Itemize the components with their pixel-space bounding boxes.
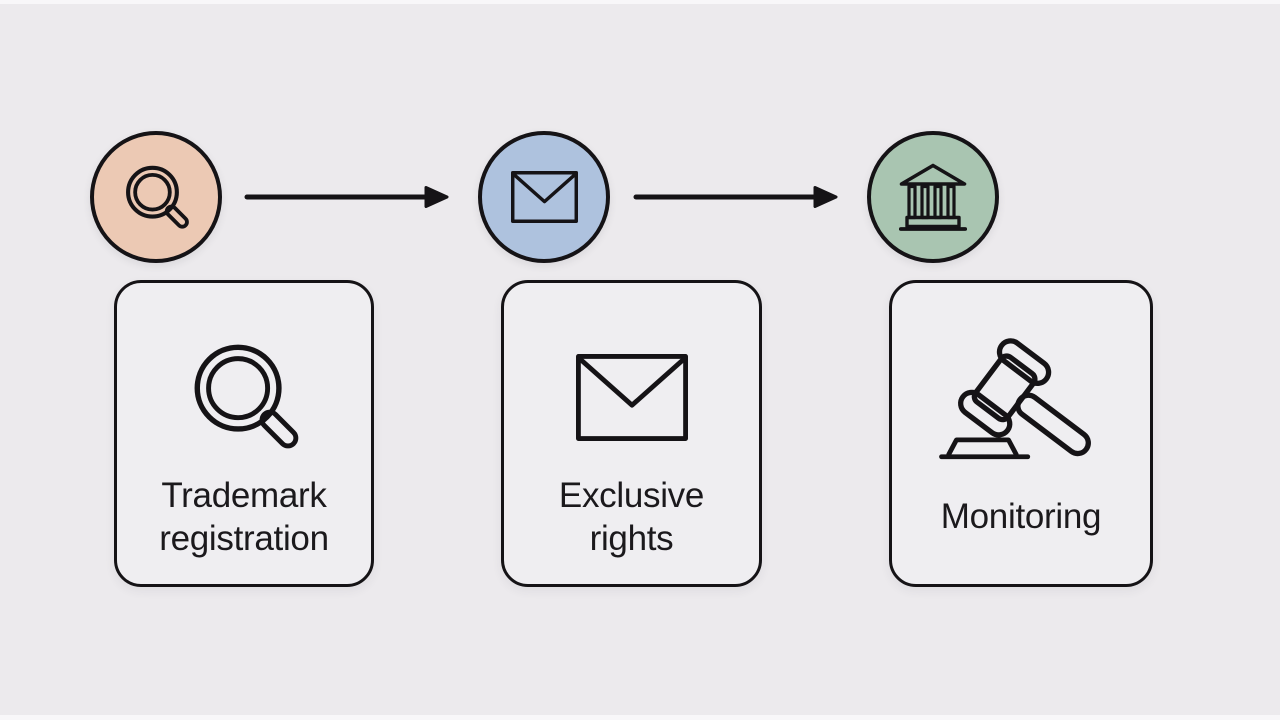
card-label-wrap: Exclusive rights [504, 467, 759, 584]
card-label: Exclusive rights [558, 476, 705, 558]
card-label: Monitoring [940, 497, 1102, 537]
top-edge-strip [0, 0, 1280, 4]
card-label-wrap: Trademark registration [117, 467, 371, 584]
card-label-wrap: Monitoring [929, 467, 1113, 584]
card-trademark-registration: Trademark registration [114, 280, 374, 587]
card-icon-box [939, 327, 1103, 467]
bank-icon [899, 163, 967, 231]
flow-arrow-2 [633, 186, 838, 208]
magnifier-icon [126, 165, 189, 229]
bottom-edge-strip [0, 715, 1280, 720]
card-label: Trademark registration [159, 476, 329, 558]
flow-arrow-1 [244, 186, 449, 208]
card-icon-box [575, 327, 688, 467]
gavel-icon [939, 337, 1091, 459]
step-circle-bank [867, 131, 999, 263]
card-exclusive-rights: Exclusive rights [501, 280, 762, 587]
magnifier-icon [194, 344, 299, 449]
step-circle-envelope [478, 131, 610, 263]
envelope-icon [510, 171, 578, 223]
envelope-icon [575, 353, 688, 441]
card-monitoring: Monitoring [889, 280, 1153, 587]
card-icon-box [182, 327, 306, 467]
step-circle-search [90, 131, 222, 263]
